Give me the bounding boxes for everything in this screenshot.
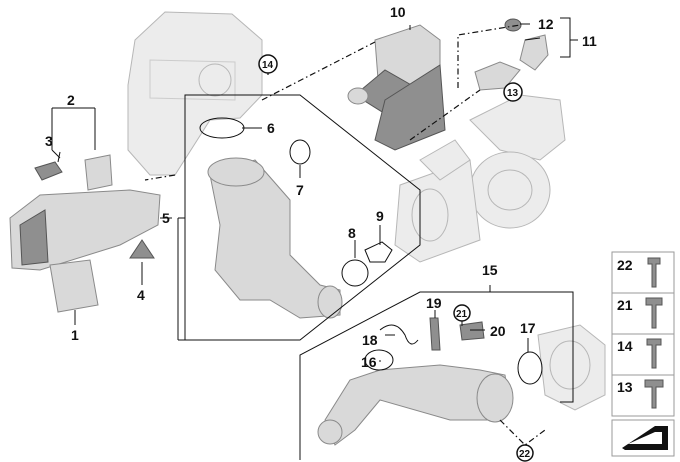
part-15-charge-pipe [317,364,514,446]
dash-line-3 [409,89,481,141]
part-4-rubber-mount [129,239,155,259]
screw-icon-21 [645,297,663,329]
legend-label-21: 21 [617,297,633,313]
callout-5: 5 [162,210,170,226]
callout-circle-14 [258,54,278,74]
callout-12: 12 [538,16,554,32]
part-20-sensor [459,321,485,341]
turbocharger [394,94,566,263]
callout-9: 9 [376,208,384,224]
callout-3: 3 [45,133,53,149]
part-2-intake-duct [9,154,161,271]
group-frame-15 [299,291,574,460]
dash-line-2 [457,24,521,88]
part-19-sensor [429,317,441,351]
callout-19: 19 [426,295,442,311]
part-6-clamp [199,117,245,139]
callout-14: 14 [262,60,274,71]
dash-line-6 [499,419,546,446]
callout-22: 22 [519,449,531,460]
callout-18: 18 [362,332,378,348]
callout-7: 7 [296,182,304,198]
part-5-intake-hose [207,157,343,319]
air-filter-housing [127,11,263,176]
part-11-bracket [474,18,549,91]
callout-1: 1 [71,327,79,343]
legend-label-14: 14 [617,338,633,354]
callout-circle-22 [516,444,534,462]
screw-icon-22 [647,257,661,288]
screw-icon-13 [644,379,664,409]
part-1-filter-element [49,259,99,313]
callout-21: 21 [456,309,468,320]
leader-lines [51,17,578,455]
callout-20: 20 [490,323,506,339]
callout-circle-13 [503,82,523,102]
part-17-o-ring [517,351,543,385]
callout-4: 4 [137,287,145,303]
dash-line-4 [144,174,176,181]
callout-15: 15 [482,262,498,278]
part-3-pad [34,161,63,181]
callout-17: 17 [520,320,536,336]
callout-2: 2 [67,92,75,108]
part-16-o-ring [364,349,394,371]
callout-11: 11 [582,33,597,49]
dash-line-1 [261,41,376,101]
legend-label-13: 13 [617,379,633,395]
callout-8: 8 [348,225,356,241]
legend-label-22: 22 [617,257,633,273]
callout-6: 6 [267,120,275,136]
part-7-clamp [289,139,311,165]
part-10-intake-resonator [347,24,446,151]
throttle-body [537,324,606,411]
callout-circle-21 [453,304,471,322]
callout-16: 16 [361,354,377,370]
part-9-clip [364,241,393,263]
part-8-o-ring [341,259,369,287]
fastener-legend-panel: 22 21 14 13 [611,251,675,457]
callout-10: 10 [390,4,406,20]
callout-13: 13 [507,88,519,99]
screw-icon-14 [646,338,662,369]
part-18-wire [379,324,419,345]
